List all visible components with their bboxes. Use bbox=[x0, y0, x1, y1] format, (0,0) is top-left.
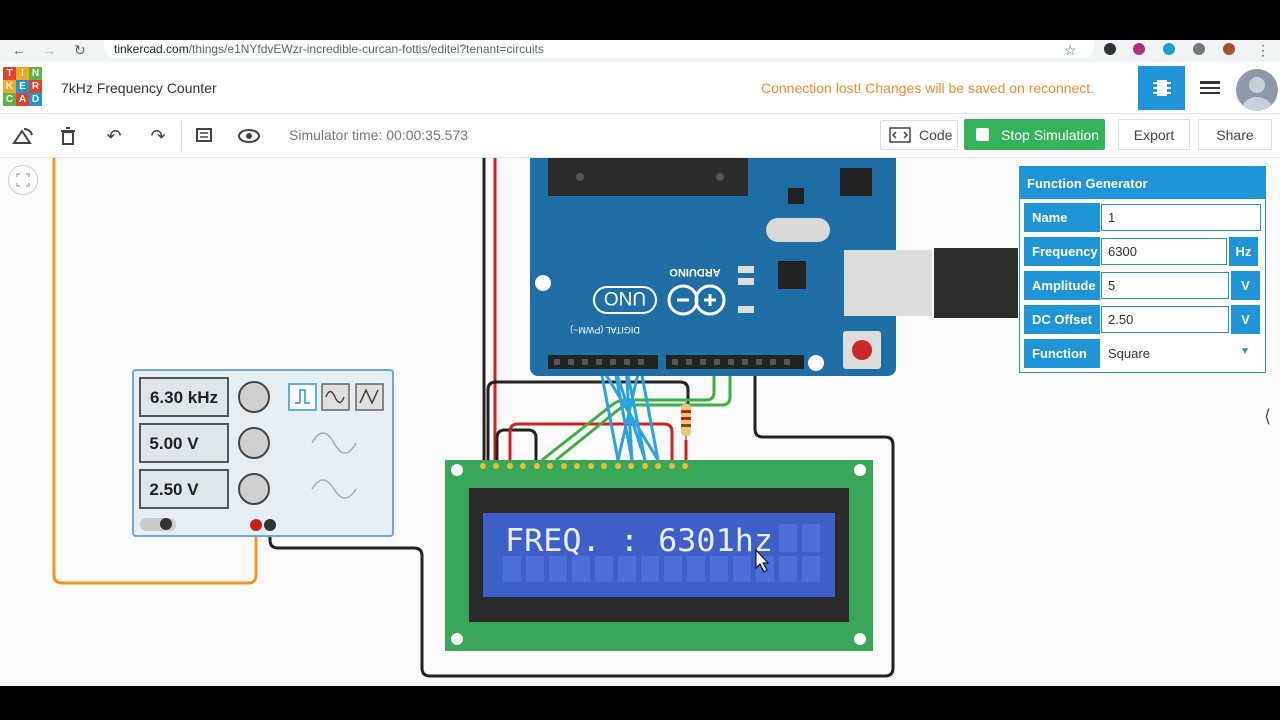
toolbar-divider bbox=[181, 122, 182, 150]
chip-icon bbox=[1152, 80, 1171, 96]
function-generator-panel: Function Generator Name 1 Frequency 6300… bbox=[1019, 166, 1266, 373]
reload-icon[interactable]: ↻ bbox=[74, 42, 86, 58]
profile-icon[interactable] bbox=[1223, 43, 1235, 55]
notes-icon[interactable] bbox=[189, 122, 219, 150]
amplitude-label: Amplitude bbox=[1024, 271, 1100, 300]
user-silhouette-icon bbox=[1242, 77, 1272, 111]
lcd-16x2-module[interactable] bbox=[445, 460, 873, 651]
stop-icon bbox=[976, 128, 989, 141]
puzzle-icon[interactable] bbox=[1193, 43, 1205, 55]
logo-letter: R bbox=[29, 80, 42, 93]
wire-green[interactable] bbox=[541, 370, 716, 462]
resistor[interactable] bbox=[681, 400, 691, 440]
fit-icon bbox=[16, 173, 30, 187]
code-button-label: Code bbox=[919, 127, 953, 143]
simulator-time: Simulator time: 00:00:35.573 bbox=[289, 127, 468, 143]
wire-red[interactable] bbox=[508, 422, 674, 460]
wire-black[interactable] bbox=[268, 370, 895, 678]
logo-letter: D bbox=[29, 93, 42, 106]
wire-orange[interactable] bbox=[52, 158, 258, 585]
chevron-down-icon: ▼ bbox=[1240, 346, 1250, 357]
frequency-input[interactable]: 6300 bbox=[1101, 238, 1227, 265]
circuit-drawing: ARDUINO UNO DIGITAL (PWM~) FREQ. : 6301h… bbox=[52, 158, 1018, 678]
code-button[interactable]: Code bbox=[880, 120, 958, 150]
arduino-uno-board[interactable] bbox=[530, 158, 1018, 376]
components-list-button[interactable] bbox=[1186, 66, 1233, 110]
menu-dots-icon[interactable]: ⋮ bbox=[1256, 42, 1270, 58]
amplitude-unit-dropdown[interactable]: V bbox=[1231, 271, 1260, 300]
dc-offset-label: DC Offset bbox=[1024, 305, 1100, 334]
app-header: T I N K E R C A D 7kHz Frequency Counter… bbox=[0, 62, 1280, 114]
url-path: /things/e1NYfdvEWzr-incredible-curcan-fo… bbox=[188, 42, 544, 56]
wire-black[interactable] bbox=[486, 380, 690, 460]
logo-letter: T bbox=[3, 67, 16, 80]
logo-letter: K bbox=[3, 80, 16, 93]
arduino-digital-label: DIGITAL (PWM~) bbox=[570, 325, 640, 335]
amplitude-row: Amplitude 5 V bbox=[1024, 271, 1261, 300]
toolbar: ↶ ↷ Simulator time: 00:00:35.573 Code St… bbox=[0, 114, 1280, 158]
name-input[interactable]: 1 bbox=[1101, 204, 1261, 231]
logo-letter: C bbox=[3, 93, 16, 106]
amplitude-input[interactable]: 5 bbox=[1101, 272, 1229, 299]
dc-offset-unit-dropdown[interactable]: V bbox=[1231, 305, 1260, 334]
back-icon[interactable]: ← bbox=[12, 42, 26, 58]
dc-offset-row: DC Offset 2.50 V bbox=[1024, 305, 1261, 334]
rotate-tool-icon[interactable] bbox=[8, 122, 38, 150]
circuit-view-button[interactable] bbox=[1138, 66, 1185, 110]
mouse-cursor-icon bbox=[755, 548, 770, 573]
function-generator-device[interactable] bbox=[132, 369, 394, 537]
wire-blue-bundle[interactable] bbox=[598, 364, 660, 461]
extension-icon[interactable] bbox=[1133, 43, 1145, 55]
generator-frequency-display: 6.30 kHz bbox=[150, 388, 218, 407]
collapse-panel-icon[interactable]: ⟨ bbox=[1264, 406, 1272, 426]
tinkercad-logo[interactable]: T I N K E R C A D bbox=[3, 67, 43, 107]
undo-icon[interactable]: ↶ bbox=[106, 125, 122, 146]
frequency-row: Frequency 6300 Hz bbox=[1024, 237, 1261, 266]
export-button[interactable]: Export bbox=[1118, 119, 1190, 150]
function-row: Function Square ▼ bbox=[1024, 339, 1261, 368]
url-host: tinkercad.com bbox=[114, 42, 189, 56]
lcd-display-text: FREQ. : 6301hz bbox=[505, 523, 773, 559]
extension-icon[interactable] bbox=[1104, 43, 1116, 55]
redo-icon[interactable]: ↷ bbox=[150, 125, 166, 146]
share-button[interactable]: Share bbox=[1198, 119, 1272, 150]
function-select-value: Square bbox=[1108, 346, 1150, 361]
logo-letter: E bbox=[16, 80, 29, 93]
delete-icon[interactable] bbox=[53, 122, 83, 150]
extension-icon[interactable] bbox=[1163, 43, 1175, 55]
list-icon bbox=[1199, 81, 1220, 94]
name-label: Name bbox=[1024, 203, 1100, 232]
logo-letter: A bbox=[16, 93, 29, 106]
address-bar[interactable]: tinkercad.com/things/e1NYfdvEWzr-incredi… bbox=[104, 40, 1094, 58]
bookmark-star-icon[interactable]: ☆ bbox=[1064, 42, 1077, 58]
name-row: Name 1 bbox=[1024, 203, 1261, 232]
stop-simulation-button[interactable]: Stop Simulation bbox=[964, 119, 1105, 150]
wire-black[interactable] bbox=[495, 428, 538, 460]
circuit-canvas[interactable]: ⟨ bbox=[0, 158, 1280, 686]
bottom-letterbox bbox=[0, 686, 1280, 720]
function-label: Function bbox=[1024, 339, 1100, 368]
forward-icon[interactable]: → bbox=[42, 42, 56, 58]
generator-offset-display: 2.50 V bbox=[149, 480, 199, 499]
arduino-model-label: UNO bbox=[604, 287, 646, 308]
arduino-brand-label: ARDUINO bbox=[669, 266, 721, 278]
logo-letter: I bbox=[16, 67, 29, 80]
frequency-label: Frequency bbox=[1024, 237, 1100, 266]
dc-offset-input[interactable]: 2.50 bbox=[1101, 306, 1229, 333]
project-title[interactable]: 7kHz Frequency Counter bbox=[61, 80, 217, 96]
connection-warning: Connection lost! Changes will be saved o… bbox=[761, 80, 1095, 96]
generator-amplitude-display: 5.00 V bbox=[149, 434, 199, 453]
browser-bar: ← → ↻ tinkercad.com/things/e1NYfdvEWzr-i… bbox=[0, 40, 1280, 62]
panel-title: Function Generator bbox=[1020, 167, 1265, 199]
avatar[interactable] bbox=[1236, 69, 1278, 111]
code-icon bbox=[889, 127, 911, 143]
stop-simulation-label: Stop Simulation bbox=[1001, 126, 1100, 143]
frequency-unit-dropdown[interactable]: Hz bbox=[1229, 237, 1258, 266]
visibility-eye-icon[interactable] bbox=[234, 122, 264, 150]
function-select[interactable]: Square ▼ bbox=[1101, 340, 1261, 367]
logo-letter: N bbox=[29, 67, 42, 80]
zoom-to-fit-button[interactable] bbox=[8, 165, 38, 195]
